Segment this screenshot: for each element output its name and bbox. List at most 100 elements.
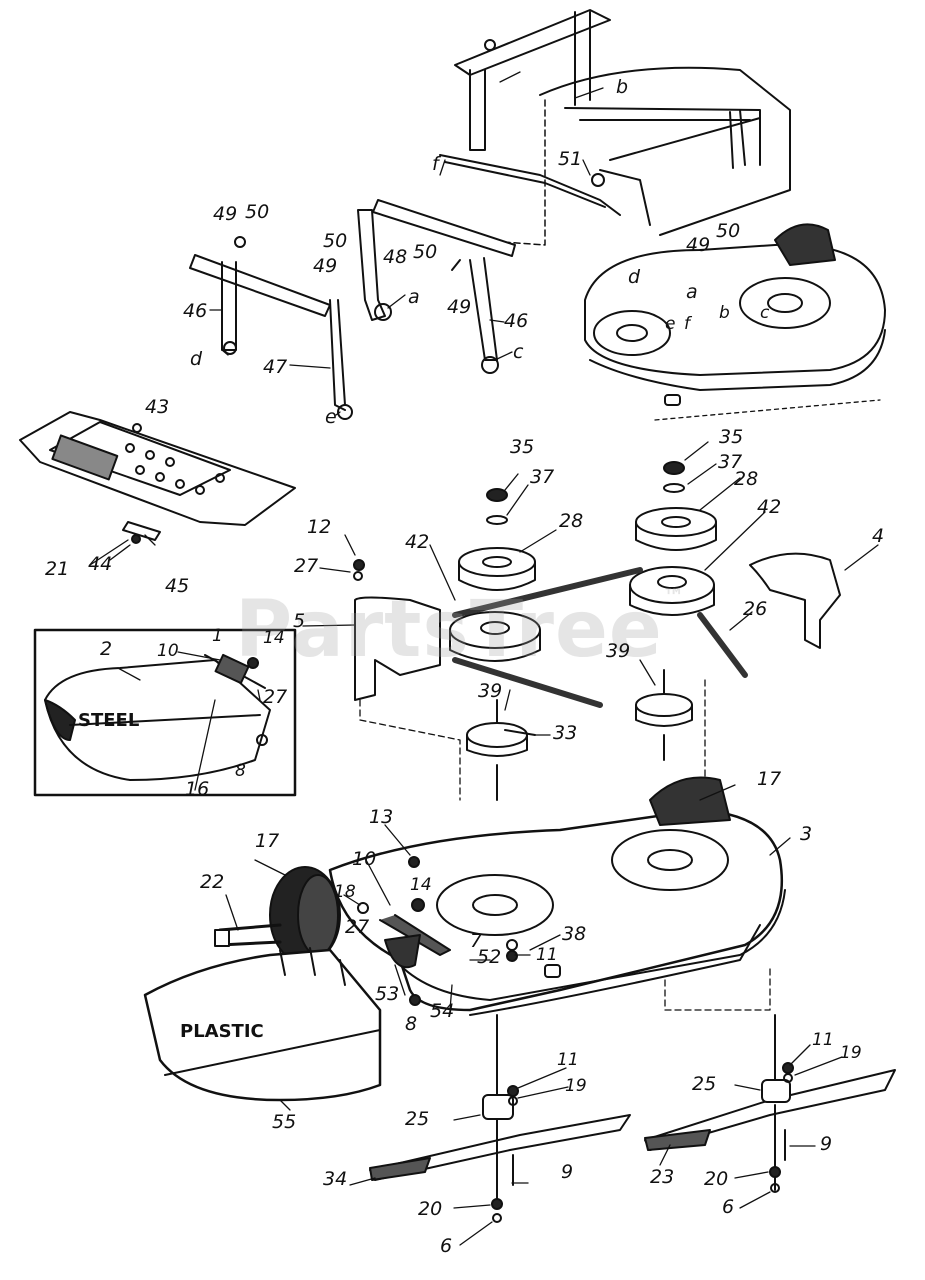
part-label-13: 13 xyxy=(369,806,394,828)
leader-lines xyxy=(89,71,879,1246)
part-label-38: 38 xyxy=(562,923,587,945)
part-label-6: 6 xyxy=(722,1196,735,1218)
part-label-48: 48 xyxy=(383,246,408,268)
part-label-53: 53 xyxy=(375,983,400,1005)
part-label-37: 37 xyxy=(530,466,555,488)
part-label-37: 37 xyxy=(718,451,743,473)
part-label-46: 46 xyxy=(504,310,529,332)
part-label-25: 25 xyxy=(405,1108,430,1130)
part-label-50: 50 xyxy=(323,230,348,252)
lift-arms xyxy=(189,199,516,420)
part-label-45: 45 xyxy=(165,575,190,597)
mower-deck-housing xyxy=(328,776,786,1016)
letter-label-c: c xyxy=(513,341,524,363)
part-label-8: 8 xyxy=(405,1013,418,1035)
letter-label-e: e xyxy=(325,406,337,428)
part-label-39: 39 xyxy=(478,680,503,702)
part-label-2: 2 xyxy=(100,638,113,660)
part-label-49: 49 xyxy=(447,296,472,318)
part-label-19: 19 xyxy=(840,1043,862,1063)
part-label-20: 20 xyxy=(704,1168,729,1190)
part-label-21: 21 xyxy=(45,558,70,580)
part-label-17: 17 xyxy=(255,830,280,852)
label-plastic: PLASTIC xyxy=(180,1021,264,1042)
lift-linkage-assembly xyxy=(439,9,791,246)
part-label-10: 10 xyxy=(157,641,179,661)
part-label-25: 25 xyxy=(692,1073,717,1095)
part-label-16: 16 xyxy=(185,778,210,800)
part-label-3: 3 xyxy=(800,823,813,845)
part-label-46: 46 xyxy=(183,300,208,322)
part-label-27: 27 xyxy=(294,555,319,577)
part-label-26: 26 xyxy=(743,598,768,620)
fasteners xyxy=(131,423,794,1223)
part-label-20: 20 xyxy=(418,1198,443,1220)
letter-label-a: a xyxy=(686,281,698,303)
part-label-6: 6 xyxy=(440,1235,453,1257)
letter-label-b: b xyxy=(616,76,629,98)
part-label-49: 49 xyxy=(686,234,711,256)
part-label-11: 11 xyxy=(536,945,558,965)
part-label-27: 27 xyxy=(263,686,288,708)
pulleys-and-belt xyxy=(359,461,748,801)
part-label-49: 49 xyxy=(313,255,338,277)
part-label-5: 5 xyxy=(293,610,306,632)
part-label-22: 22 xyxy=(200,871,225,893)
part-label-19: 19 xyxy=(565,1076,587,1096)
part-label-33: 33 xyxy=(553,722,578,744)
letter-label-d: d xyxy=(190,348,203,370)
steel-deflector xyxy=(44,653,271,781)
part-label-39: 39 xyxy=(606,640,631,662)
part-label-9: 9 xyxy=(820,1133,833,1155)
part-label-34: 34 xyxy=(323,1168,348,1190)
part-label-43: 43 xyxy=(145,396,170,418)
part-label-35: 35 xyxy=(510,436,535,458)
part-label-7: 7 xyxy=(470,930,483,952)
part-label-14: 14 xyxy=(410,875,432,895)
inset-frame xyxy=(33,628,297,797)
part-label-51: 51 xyxy=(558,148,583,170)
letter-label-e: e xyxy=(665,314,676,334)
part-label-17: 17 xyxy=(757,768,782,790)
part-label-18: 18 xyxy=(334,882,356,902)
blades xyxy=(369,1014,896,1201)
part-label-27: 27 xyxy=(345,916,370,938)
part-label-42: 42 xyxy=(757,496,782,518)
part-label-35: 35 xyxy=(719,426,744,448)
part-label-52: 52 xyxy=(477,946,502,968)
part-label-50: 50 xyxy=(413,241,438,263)
wheel-and-chute xyxy=(143,866,451,1102)
part-label-44: 44 xyxy=(88,553,113,575)
part-label-10: 10 xyxy=(352,848,377,870)
part-label-14: 14 xyxy=(263,628,285,648)
part-label-50: 50 xyxy=(716,220,741,242)
part-label-54: 54 xyxy=(430,1000,455,1022)
part-label-55: 55 xyxy=(272,1111,297,1133)
watermark: PartsTree™ xyxy=(235,585,686,675)
part-label-49: 49 xyxy=(213,203,238,225)
part-label-28: 28 xyxy=(734,468,759,490)
foot-plate xyxy=(19,411,296,541)
part-label-28: 28 xyxy=(559,510,584,532)
part-label-11: 11 xyxy=(812,1030,834,1050)
letter-label-b: b xyxy=(719,303,730,323)
letter-label-a: a xyxy=(408,286,420,308)
belt-guards xyxy=(354,552,841,701)
part-label-23: 23 xyxy=(650,1166,675,1188)
label-steel: STEEL xyxy=(78,710,140,731)
letter-label-c: c xyxy=(760,303,770,323)
part-label-4: 4 xyxy=(872,525,885,547)
part-label-47: 47 xyxy=(263,356,288,378)
letter-label-f: f xyxy=(432,153,439,175)
part-label-12: 12 xyxy=(307,516,332,538)
part-label-11: 11 xyxy=(557,1050,579,1070)
part-label-50: 50 xyxy=(245,201,270,223)
part-label-9: 9 xyxy=(561,1161,574,1183)
deck-top-view xyxy=(584,223,886,421)
letter-label-d: d xyxy=(628,266,641,288)
part-label-42: 42 xyxy=(405,531,430,553)
part-label-8: 8 xyxy=(235,761,246,781)
part-label-1: 1 xyxy=(212,626,223,646)
